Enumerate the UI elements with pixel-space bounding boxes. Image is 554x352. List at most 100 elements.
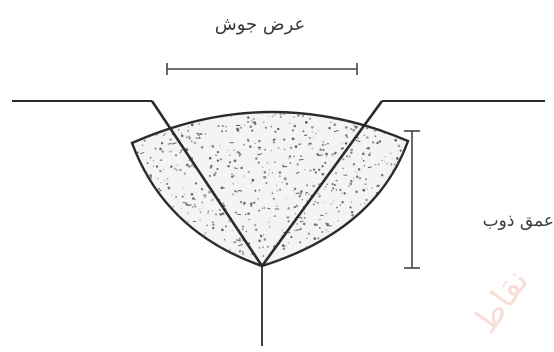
stipple-dot: [395, 104, 396, 105]
stipple-dot: [253, 201, 256, 204]
stipple-dot: [351, 213, 354, 217]
stipple-dot: [387, 221, 390, 224]
stipple-dot: [399, 175, 402, 177]
stipple-dot: [255, 98, 257, 100]
stipple-dot: [199, 243, 203, 247]
stipple-dot: [188, 159, 190, 161]
stipple-dot: [353, 125, 356, 127]
stipple-dot: [400, 210, 403, 213]
stipple-dot: [169, 138, 172, 141]
stipple-dot: [182, 263, 185, 266]
stipple-dot: [283, 148, 286, 151]
stipple-dot: [401, 241, 404, 245]
stipple-dot: [231, 175, 234, 178]
stipple-dot: [317, 192, 320, 195]
stipple-dot: [145, 171, 148, 174]
stipple-dot: [139, 241, 141, 243]
stipple-dot: [140, 172, 144, 176]
stipple-dot: [181, 208, 183, 210]
stipple-dot: [365, 257, 368, 260]
stipple-dot: [388, 95, 389, 96]
stipple-dot: [205, 101, 207, 103]
stipple-dot: [179, 151, 182, 154]
stipple-dot: [333, 251, 335, 253]
stipple-dot: [271, 171, 274, 174]
stipple-dot: [243, 143, 245, 146]
stipple-dot: [152, 201, 154, 203]
stipple-dot: [319, 102, 321, 104]
stipple-dot: [313, 112, 316, 114]
stipple-dot: [294, 229, 296, 232]
stipple-dot: [274, 130, 277, 133]
stipple-dot: [219, 158, 223, 161]
stipple-dot: [216, 150, 220, 154]
stipple-dot: [140, 239, 144, 243]
stipple-dot: [182, 187, 184, 189]
stipple-dot: [211, 198, 214, 202]
stipple-dot: [390, 250, 394, 254]
stipple-dot: [297, 114, 300, 117]
stipple-dot: [154, 111, 157, 113]
stipple-dot: [391, 158, 393, 160]
stipple-dash: [298, 143, 302, 145]
stipple-dot: [399, 149, 402, 152]
stipple-dash: [171, 142, 177, 145]
stipple-dot: [262, 234, 265, 236]
stipple-dash: [295, 171, 300, 174]
stipple-dot: [296, 223, 298, 225]
stipple-dot: [282, 181, 284, 183]
stipple-dot: [341, 192, 343, 194]
stipple-dot: [239, 128, 241, 130]
stipple-dot: [333, 200, 335, 202]
stipple-dot: [232, 183, 234, 185]
stipple-dot: [320, 94, 323, 97]
stipple-dot: [149, 105, 152, 108]
stipple-dot: [152, 165, 155, 167]
stipple-dot: [335, 179, 338, 182]
stipple-dot: [233, 159, 237, 163]
stipple-dot: [400, 134, 403, 137]
stipple-dot: [294, 213, 296, 215]
stipple-dot: [284, 245, 287, 247]
stipple-dot: [396, 161, 400, 164]
stipple-dot: [247, 97, 249, 99]
stipple-dot: [343, 192, 346, 195]
stipple-dot: [312, 168, 316, 171]
stipple-dot: [363, 164, 366, 167]
stipple-dot: [390, 163, 393, 166]
stipple-dot: [177, 129, 180, 131]
stipple-dot: [352, 129, 355, 132]
stipple-dot: [350, 148, 354, 152]
stipple-dot: [173, 169, 175, 171]
stipple-dot: [357, 253, 361, 257]
stipple-dot: [233, 149, 235, 152]
stipple-dot: [313, 137, 315, 139]
stipple-dot: [373, 242, 376, 245]
stipple-dash: [287, 231, 291, 234]
stipple-dot: [243, 201, 246, 205]
stipple-dot: [221, 260, 224, 262]
stipple-dash: [238, 243, 243, 247]
stipple-dot: [368, 207, 372, 211]
stipple-dot: [331, 107, 332, 108]
stipple-dot: [298, 259, 300, 262]
stipple-dot: [394, 103, 396, 105]
stipple-dot: [245, 262, 249, 265]
stipple-dot: [293, 205, 296, 209]
stipple-dot: [333, 118, 336, 120]
stipple-dot: [339, 188, 342, 192]
stipple-dot: [326, 255, 328, 258]
stipple-dot: [313, 223, 317, 226]
stipple-dot: [219, 145, 221, 147]
stipple-dot: [307, 255, 309, 257]
stipple-dot: [219, 101, 220, 102]
stipple-dot: [241, 250, 244, 253]
stipple-dot: [293, 124, 297, 128]
stipple-dot: [384, 112, 387, 114]
stipple-dot: [254, 224, 257, 227]
stipple-dot: [310, 125, 314, 129]
stipple-dash: [258, 146, 262, 148]
stipple-dot: [346, 238, 349, 241]
stipple-dot: [174, 154, 178, 157]
stipple-dot: [263, 171, 266, 174]
